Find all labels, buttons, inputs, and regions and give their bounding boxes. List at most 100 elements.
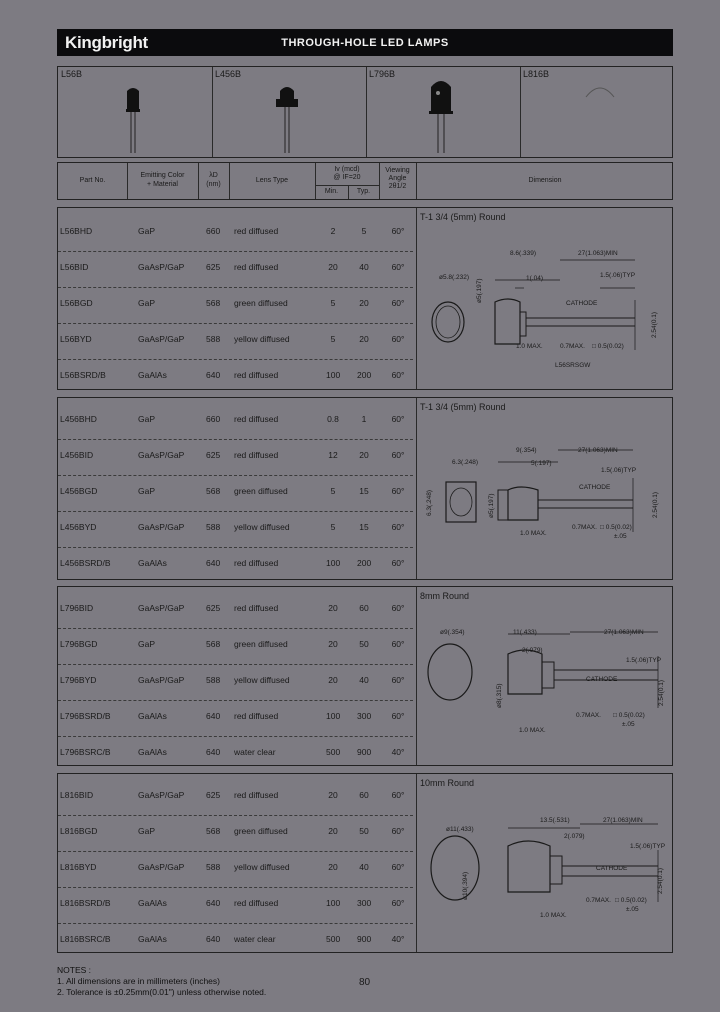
dim-label: □ 0.5(0.02) (592, 343, 624, 350)
row-divider (58, 359, 413, 360)
notes-heading: NOTES : (57, 965, 92, 975)
cell-wl: 640 (206, 747, 221, 757)
dim-label: 6.3(.248) (426, 489, 433, 516)
dim-label: CATHODE (566, 300, 598, 307)
col-wavelength: λD (209, 172, 218, 179)
cell-material: GaAsP/GaP (138, 262, 185, 272)
cell-lens: yellow diffused (234, 334, 290, 344)
cell-lens: red diffused (234, 262, 279, 272)
dim-label: 1.0 MAX. (540, 912, 567, 919)
cell-lens: water clear (234, 747, 276, 757)
dim-label: ±.05 (614, 533, 627, 540)
dim-label: □ 0.5(0.02) (613, 712, 645, 719)
dim-label: ø9(.354) (440, 629, 465, 636)
col-dimension: Dimension (528, 177, 562, 184)
row-divider (58, 887, 413, 888)
dim-label: 11(.433) (513, 629, 537, 636)
cell-typ: 40 (359, 675, 369, 685)
dim-label: 27(1.063)MIN (603, 817, 643, 824)
cell-angle: 60° (391, 522, 405, 532)
dimension-drawing-5mm-flat (445, 449, 634, 532)
cell-part: L56BSRD/B (60, 370, 106, 380)
cell-typ: 15 (359, 486, 369, 496)
cell-min: 100 (326, 898, 341, 908)
cell-material: GaAsP/GaP (138, 450, 185, 460)
dim-label: 2.54(0.1) (651, 311, 658, 338)
page-number: 80 (359, 977, 371, 988)
col-iv-typ: Typ. (356, 188, 371, 195)
cell-lens: yellow diffused (234, 862, 290, 872)
dim-label: L56SRSGW (555, 362, 591, 369)
header-bar: Kingbright THROUGH-HOLE LED LAMPS (57, 29, 673, 56)
cell-angle: 60° (391, 298, 405, 308)
cell-part: L456BSRD/B (60, 558, 111, 568)
dim-label: □ 0.5(0.02) (615, 897, 647, 904)
cell-material: GaP (138, 486, 156, 496)
cell-min: 5 (330, 522, 336, 532)
cell-wl: 568 (206, 826, 221, 836)
cell-part: L456BGD (60, 486, 98, 496)
cell-typ: 200 (357, 370, 372, 380)
brand-logo: Kingbright (65, 33, 148, 52)
dim-label: 1.0 MAX. (520, 530, 547, 537)
cell-lens: yellow diffused (234, 522, 290, 532)
cell-min: 500 (326, 934, 341, 944)
cell-angle: 60° (391, 450, 405, 460)
cell-part: L456BHD (60, 414, 97, 424)
cell-typ: 40 (359, 862, 369, 872)
cell-min: 20 (328, 826, 338, 836)
cell-min: 100 (326, 711, 341, 721)
package-label: L456B (215, 69, 242, 79)
cell-wl: 625 (206, 450, 221, 460)
cell-part: L456BYD (60, 522, 97, 532)
dim-label: 0.7MAX. (576, 712, 601, 719)
cell-typ: 300 (357, 711, 372, 721)
cell-part: L816BGD (60, 826, 98, 836)
cell-wl: 660 (206, 414, 221, 424)
cell-angle: 60° (391, 639, 405, 649)
dimension-drawing-5mm (431, 259, 636, 350)
cell-material: GaP (138, 826, 156, 836)
cell-typ: 60 (359, 790, 369, 800)
dim-label: 27(1.063)MIN (578, 447, 618, 454)
dim-label: ø5(.197) (488, 493, 495, 518)
cell-lens: red diffused (234, 558, 279, 568)
dim-label: 9(.354) (516, 447, 537, 454)
cell-lens: yellow diffused (234, 675, 290, 685)
package-row: L56B L456B L796B L816B (57, 66, 673, 158)
section-8mm-round: 8mm Round (57, 586, 673, 766)
cell-angle: 60° (391, 790, 405, 800)
dimension-drawing-10mm (430, 823, 659, 902)
cell-lens: red diffused (234, 226, 279, 236)
cell-material: GaAsP/GaP (138, 675, 185, 685)
cell-wl: 588 (206, 675, 221, 685)
cell-angle: 60° (391, 675, 405, 685)
cell-material: GaAsP/GaP (138, 522, 185, 532)
cell-typ: 60 (359, 603, 369, 613)
section-title: 10mm Round (420, 778, 475, 788)
section-10mm-round: 10mm Round (57, 773, 673, 953)
cell-lens: green diffused (234, 298, 288, 308)
dim-label: ø8(.315) (496, 683, 503, 708)
cell-typ: 900 (357, 747, 372, 757)
col-emitting-color: Emitting Color (140, 172, 185, 179)
cell-part: L816BID (60, 790, 94, 800)
cell-min: 5 (330, 298, 336, 308)
dim-label: CATHODE (586, 676, 618, 683)
row-divider (58, 287, 413, 288)
col-viewing: Viewing (385, 167, 410, 174)
cell-typ: 300 (357, 898, 372, 908)
package-label: L816B (523, 69, 550, 79)
dim-label: 2.54(0.1) (652, 491, 659, 518)
notes-line: 1. All dimensions are in millimeters (in… (57, 976, 220, 986)
cell-wl: 588 (206, 334, 221, 344)
cell-angle: 60° (391, 262, 405, 272)
led-10mm-image (585, 87, 615, 98)
section-5mm-flat: T-1 3/4 (5mm) Round (57, 397, 673, 580)
row-divider (58, 851, 413, 852)
cell-typ: 40 (359, 262, 369, 272)
dim-label: ø5.8(.232) (439, 274, 469, 281)
cell-part: L816BSRC/B (60, 934, 111, 944)
dim-label: ø5(.197) (476, 278, 483, 303)
cell-min: 5 (330, 334, 336, 344)
